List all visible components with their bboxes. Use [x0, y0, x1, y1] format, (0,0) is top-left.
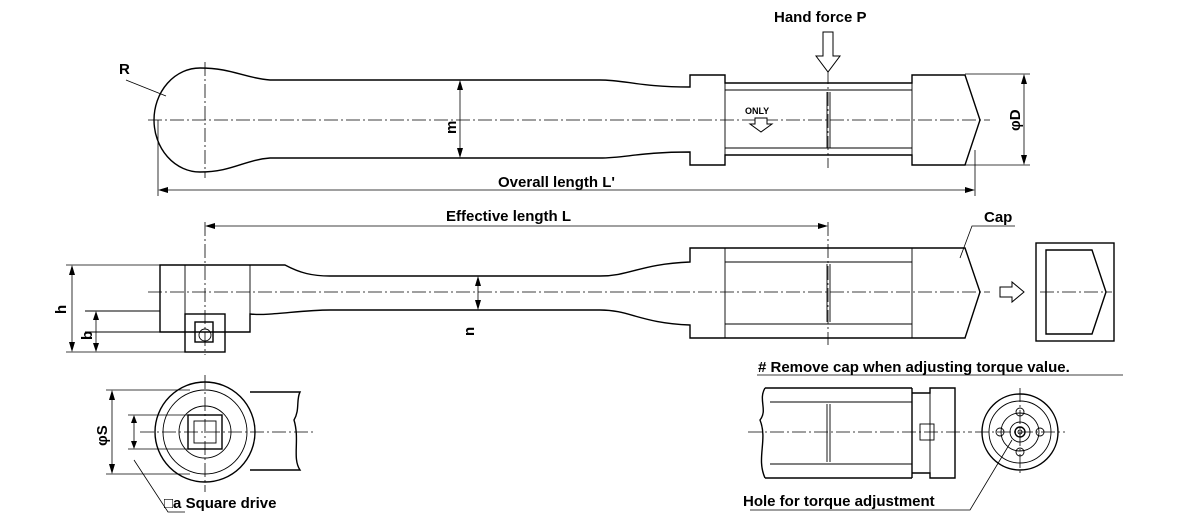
head-end-view: φS □a Square drive [94, 375, 315, 513]
diameter-S-label: φS [94, 425, 111, 446]
cap-removed-view: # Remove cap when adjusting torque value… [743, 359, 1123, 511]
remove-cap-note: # Remove cap when adjusting torque value… [758, 359, 1070, 376]
side-view: Effective length L Cap h b n [53, 208, 1115, 355]
overall-length-label: Overall length L' [498, 174, 615, 191]
wrench-side-outline [159, 247, 981, 339]
width-n-label: n [461, 327, 478, 336]
cap-detail-shape [1045, 249, 1107, 335]
square-drive-label: □a Square drive [164, 495, 276, 512]
hand-force-label: Hand force P [774, 9, 867, 26]
direction-arrow-icon [748, 117, 774, 133]
cap-label: Cap [984, 209, 1012, 226]
radius-label: R [119, 61, 130, 78]
height-h-label: h [53, 305, 70, 314]
adjust-hole-label: Hole for torque adjustment [743, 493, 935, 510]
cap-detail-frame [1035, 242, 1115, 342]
view-arrow-icon [999, 280, 1025, 304]
diameter-D-label: φD [1007, 109, 1024, 131]
only-direction-label: ONLY [745, 106, 769, 116]
top-view: R m ONLY Hand force P φD Overall length … [119, 9, 1030, 196]
height-b-label: b [79, 331, 96, 340]
wrench-top-outline [153, 67, 981, 173]
hand-force-arrow-icon [815, 31, 841, 73]
width-m-label: m [443, 121, 460, 134]
effective-length-label: Effective length L [446, 208, 571, 225]
